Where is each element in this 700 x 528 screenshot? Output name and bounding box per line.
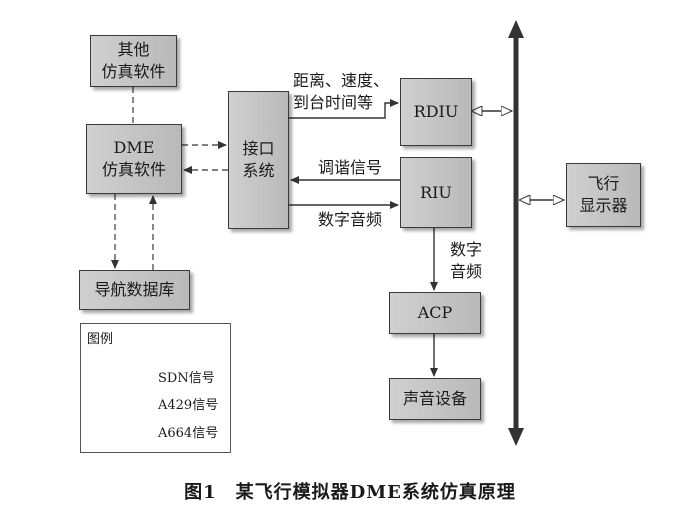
digital-audio-label: 数字音频	[318, 210, 383, 229]
flight-display-box: 飞行 显示器	[566, 163, 641, 227]
legend-title: 图例	[87, 332, 114, 347]
tuning-signal-label: 调谐信号	[318, 158, 383, 177]
audio-device-box: 声音设备	[389, 378, 481, 420]
figure-caption: 图1 某飞行模拟器DME系统仿真原理	[184, 482, 516, 503]
legend-box: 图例 SDN信号 A429信号 A664信号	[80, 323, 231, 453]
other-sim-box: 其他 仿真软件	[90, 35, 177, 87]
digital-audio-vertical-label: 数字 音频	[450, 240, 483, 281]
interface-system-box: 接口 系统	[228, 91, 289, 229]
riu-box: RIU	[400, 157, 472, 228]
dme-sim-box: DME 仿真软件	[86, 124, 182, 194]
legend-a429-label: A429信号	[158, 398, 219, 413]
bus-bottom-arrow	[508, 428, 524, 446]
acp-box: ACP	[389, 292, 481, 334]
nav-db-box: 导航数据库	[79, 270, 190, 310]
rdiu-box: RDIU	[400, 78, 472, 146]
bus-top-arrow	[508, 20, 524, 38]
legend-sdn-label: SDN信号	[158, 371, 215, 386]
legend-a664-label: A664信号	[158, 426, 219, 441]
interface-to-rdiu-a429	[289, 99, 399, 119]
rdiu-info-label: 距离、速度、 到台时间等	[293, 71, 390, 112]
